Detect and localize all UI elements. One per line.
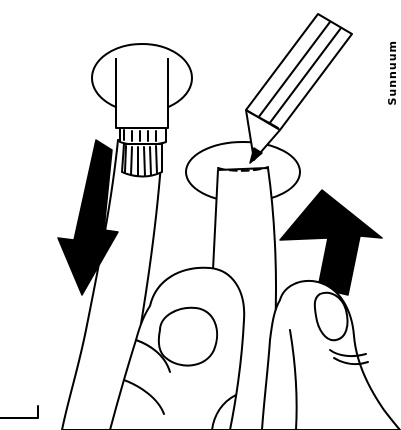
pencil-icon bbox=[246, 14, 352, 163]
threaded-fitting bbox=[122, 144, 162, 177]
right-hand bbox=[262, 281, 400, 430]
corner-mark bbox=[0, 406, 38, 418]
left-collar bbox=[92, 44, 192, 145]
up-arrow-icon bbox=[280, 190, 382, 295]
side-label: Sunnuum bbox=[386, 40, 399, 106]
